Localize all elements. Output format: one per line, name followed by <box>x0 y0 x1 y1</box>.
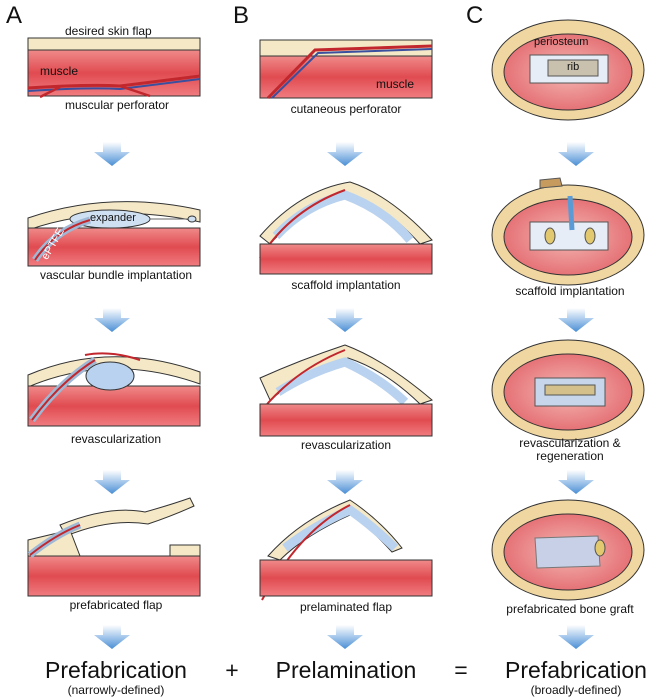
panel-letter-b: B <box>233 2 250 29</box>
panel-letter-c: C <box>466 2 484 29</box>
panel-letter-a: A <box>6 2 23 29</box>
label-expander: expander <box>90 212 136 224</box>
a-step-label-2: revascularization <box>70 432 162 446</box>
equation-term-prelamination: Prelamination <box>275 657 417 683</box>
label-cutaneous-perforator: cutaneous perforator <box>290 102 402 116</box>
c-step-scaffold <box>491 177 645 286</box>
c-step-label-2b: regeneration <box>536 449 604 463</box>
arrow-down-icon <box>558 308 594 332</box>
label-muscle-b: muscle <box>376 77 415 91</box>
arrow-down-icon <box>94 142 130 166</box>
c-step-bone-graft <box>491 499 645 601</box>
arrow-down-icon <box>558 142 594 166</box>
arrow-down-icon <box>327 308 363 332</box>
c-step-label-3: prefabricated bone graft <box>506 602 634 616</box>
a-step-implantation <box>27 201 201 267</box>
arrow-down-icon <box>558 625 594 649</box>
b-step-revascularization <box>259 344 433 437</box>
b-step-scaffold <box>259 181 433 275</box>
arrow-down-icon <box>327 142 363 166</box>
label-muscle-a: muscle <box>40 64 79 78</box>
label-desired-skin-flap: desired skin flap <box>65 24 152 38</box>
b-step-label-1: scaffold implantation <box>291 278 401 292</box>
column-c <box>491 19 645 649</box>
b-tissue-cross-section <box>259 39 433 100</box>
c-step-regeneration <box>491 339 645 441</box>
a-step-prefabricated-flap <box>27 497 201 597</box>
c-step-label-1: scaffold implantation <box>515 284 625 298</box>
arrow-down-icon <box>94 470 130 494</box>
equation-term3-subtitle: (broadly-defined) <box>530 683 622 697</box>
b-step-label-3: prelaminated flap <box>299 600 393 614</box>
c-rib-wound <box>491 19 645 121</box>
column-b <box>259 39 433 649</box>
arrow-down-icon <box>94 308 130 332</box>
equation-equals: = <box>454 657 468 683</box>
equation-term-prefabrication-broad: Prefabrication <box>505 657 647 683</box>
b-step-label-2: revascularization <box>300 438 392 452</box>
label-rib: rib <box>567 61 580 73</box>
arrow-down-icon <box>558 470 594 494</box>
equation-term-prefabrication-narrow: Prefabrication <box>45 657 187 683</box>
column-a <box>27 37 201 649</box>
arrow-down-icon <box>94 625 130 649</box>
c-step-label-2a: revascularization & <box>519 436 621 450</box>
arrow-down-icon <box>327 470 363 494</box>
equation-plus: + <box>225 657 239 683</box>
a-step-revascularization <box>27 352 201 427</box>
label-muscular-perforator: muscular perforator <box>65 98 170 112</box>
a-tissue-cross-section <box>27 37 201 99</box>
a-step-label-1: vascular bundle implantation <box>39 268 193 282</box>
arrow-down-icon <box>327 625 363 649</box>
b-step-prelaminated-flap <box>259 499 433 601</box>
a-step-label-3: prefabricated flap <box>69 598 163 612</box>
equation-term1-subtitle: (narrowly-defined) <box>67 683 165 697</box>
label-periosteum: periosteum <box>534 36 589 48</box>
